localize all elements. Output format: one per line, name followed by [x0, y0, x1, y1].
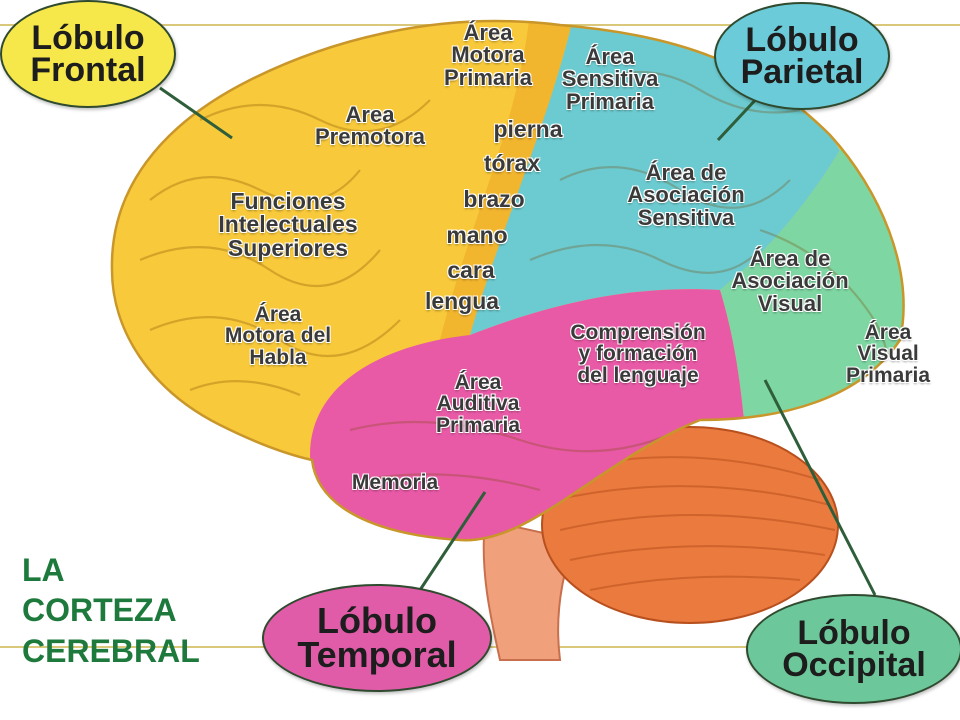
occipital-leader-line — [763, 379, 877, 596]
occipital-lobe-badge: Lóbulo Occipital — [746, 594, 960, 704]
temporal-lobe-label: Lóbulo Temporal — [297, 599, 457, 675]
body-map-cara: cara — [447, 257, 495, 283]
label-motora-primaria: Área Motora Primaria — [443, 20, 533, 90]
slide-title: LA CORTEZA CEREBRAL — [22, 552, 200, 669]
label-comprension-lenguaje: Comprensión y formación del lenguaje — [570, 321, 706, 387]
body-map-lengua: lengua — [424, 288, 500, 314]
label-funciones-intelectuales: Funciones Intelectuales Superiores — [218, 188, 358, 261]
temporal-leader-line — [418, 491, 487, 591]
label-memoria: Memoria — [351, 471, 439, 494]
body-map-pierna: pierna — [493, 116, 563, 142]
frontal-leader-line — [159, 86, 233, 140]
body-map-torax: tórax — [483, 150, 541, 176]
label-premotora: Area Premotora — [314, 102, 426, 150]
occipital-lobe-label: Lóbulo Occipital — [782, 613, 926, 684]
parietal-leader-line — [716, 93, 762, 142]
parietal-lobe-label: Lóbulo Parietal — [740, 20, 864, 91]
motor-strip — [440, 21, 575, 340]
body-map-brazo: brazo — [463, 186, 525, 212]
frontal-lobe-badge: Lóbulo Frontal — [0, 0, 176, 108]
body-map-mano: mano — [446, 222, 508, 248]
label-asociacion-visual: Área de Asociación Visual — [731, 246, 849, 316]
label-auditiva-primaria: Área Auditiva Primaria — [435, 371, 521, 437]
label-visual-primaria: Área Visual Primaria — [845, 321, 931, 387]
label-sensitiva-primaria: Área Sensitiva Primaria — [561, 44, 659, 114]
label-asociacion-sensitiva: Área de Asociación Sensitiva — [627, 160, 745, 230]
parietal-lobe-badge: Lóbulo Parietal — [714, 2, 890, 110]
occipital-lobe-region — [720, 150, 904, 430]
temporal-lobe-badge: Lóbulo Temporal — [262, 584, 492, 692]
temporal-lobe-region — [310, 289, 745, 540]
frontal-lobe-label: Lóbulo Frontal — [30, 18, 146, 89]
cerebrum-outline — [110, 19, 905, 542]
label-motora-habla: Área Motora del Habla — [224, 303, 332, 369]
